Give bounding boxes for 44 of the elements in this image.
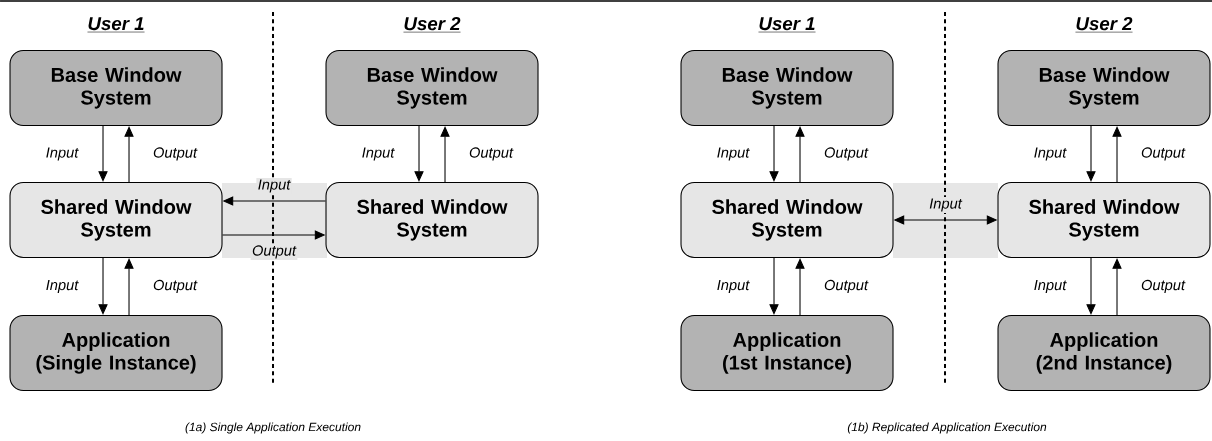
edge-label: Output — [151, 278, 199, 295]
process-box: Base Window System — [9, 49, 223, 127]
arrow — [124, 258, 134, 316]
arrow — [1112, 258, 1122, 316]
caption: (1a) Single Application Execution — [185, 422, 361, 434]
edge-label: Input — [44, 146, 80, 162]
edge-label: Input — [715, 278, 751, 295]
edge-label: Output — [1139, 278, 1187, 295]
arrow — [1112, 126, 1122, 183]
edge-label: Output — [151, 146, 199, 162]
process-box: Application (1st Instance) — [680, 314, 894, 392]
arrow — [795, 258, 805, 316]
edge-label: Input — [1032, 278, 1068, 295]
column-heading: User 1 — [87, 17, 145, 33]
process-box: Base Window System — [680, 49, 894, 127]
process-box: Base Window System — [325, 49, 539, 127]
arrow — [98, 257, 108, 315]
edge-label: Input — [927, 197, 964, 213]
edge-label: Output — [250, 244, 298, 260]
edge-label: Input — [44, 278, 80, 295]
arrow — [795, 126, 805, 183]
column-heading: User 2 — [1075, 17, 1133, 33]
column-heading: User 2 — [403, 17, 461, 33]
edge-label: Input — [256, 178, 292, 194]
column-heading: User 1 — [758, 17, 816, 33]
edge-label: Input — [715, 146, 751, 162]
edge-label: Output — [822, 278, 870, 295]
edge-label: Output — [467, 146, 515, 162]
arrow — [98, 125, 108, 182]
edge-label: Output — [822, 146, 870, 162]
process-box: Base Window System — [997, 49, 1211, 127]
caption: (1b) Replicated Application Execution — [847, 422, 1047, 434]
process-box: Application (2nd Instance) — [997, 314, 1211, 392]
arrow — [414, 125, 424, 182]
arrow — [769, 257, 779, 315]
arrow — [1086, 257, 1096, 315]
edge-label: Input — [360, 146, 396, 162]
arrow — [124, 126, 134, 183]
edge-label: Input — [1032, 146, 1068, 162]
arrow — [440, 126, 450, 183]
arrow — [1086, 125, 1096, 182]
arrow — [769, 125, 779, 182]
process-box: Application (Single Instance) — [9, 314, 223, 392]
edge-label: Output — [1139, 146, 1187, 162]
